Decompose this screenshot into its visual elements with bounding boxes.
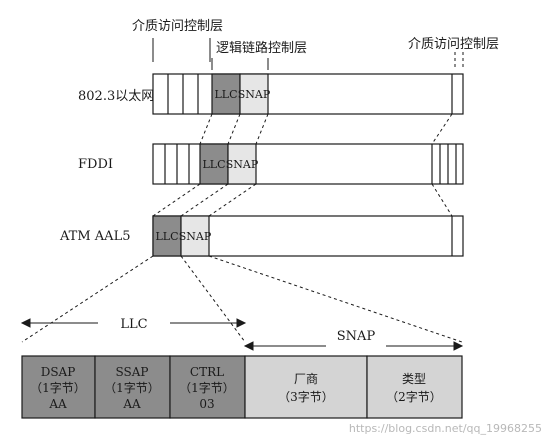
snap-box-fddi — [227, 143, 257, 185]
field-ctrl — [169, 355, 246, 419]
connectors-8023-fddi — [199, 113, 453, 145]
field-ssap — [94, 355, 171, 419]
llc-box-atm — [152, 215, 182, 257]
dsap-value: AA — [48, 397, 67, 411]
llc-box-fddi — [199, 143, 229, 185]
ssap-value: AA — [122, 397, 141, 411]
ssap-name: SSAP — [116, 365, 149, 379]
snap-text-atm: SNAP — [179, 230, 212, 243]
field-vendor — [244, 355, 368, 419]
llc-layer-label: 逻辑链路控制层 — [216, 40, 307, 56]
llc-text-atm: LLC — [155, 230, 178, 243]
field-table — [21, 355, 463, 419]
llc-bracket — [211, 58, 269, 70]
mac-layer-label-right: 介质访问控制层 — [408, 37, 499, 52]
snap-text-8023: SNAP — [238, 88, 271, 101]
mac-bracket-right — [454, 52, 464, 70]
ssap-size: （1字节） — [104, 380, 160, 395]
llc-text-fddi: LLC — [202, 158, 225, 171]
llc-span — [20, 318, 247, 328]
frame-atm — [152, 215, 464, 257]
connectors-fddi-atm — [152, 183, 453, 217]
field-type — [366, 355, 463, 419]
snap-text-fddi: SNAP — [226, 158, 259, 171]
ctrl-size: （1字节） — [179, 380, 235, 395]
llc-span-label: LLC — [120, 317, 147, 332]
expansion-lines — [21, 255, 463, 343]
llc-text-8023: LLC — [214, 88, 237, 101]
type-name: 类型 — [402, 372, 426, 386]
vendor-size: （3字节） — [278, 389, 334, 404]
dsap-name: DSAP — [41, 365, 76, 379]
type-size: （2字节） — [386, 389, 442, 404]
snap-span — [243, 341, 464, 351]
snap-box-atm — [180, 215, 210, 257]
row-label-8023: 802.3以太网 — [78, 89, 154, 104]
snap-box-8023 — [239, 73, 269, 115]
row-label-atm: ATM AAL5 — [59, 229, 130, 244]
dsap-size: （1字节） — [30, 380, 86, 395]
vendor-name: 厂商 — [294, 371, 318, 386]
mac-bracket-left — [152, 38, 211, 62]
snap-span-label: SNAP — [337, 329, 376, 344]
row-label-fddi: FDDI — [78, 157, 113, 172]
mac-layer-label-left: 介质访问控制层 — [132, 19, 223, 34]
frame-8023 — [152, 73, 464, 115]
ctrl-value: 03 — [199, 397, 214, 411]
ctrl-name: CTRL — [190, 365, 224, 379]
watermark: https://blog.csdn.net/qq_19968255 — [349, 422, 542, 435]
frame-fddi — [152, 143, 464, 185]
